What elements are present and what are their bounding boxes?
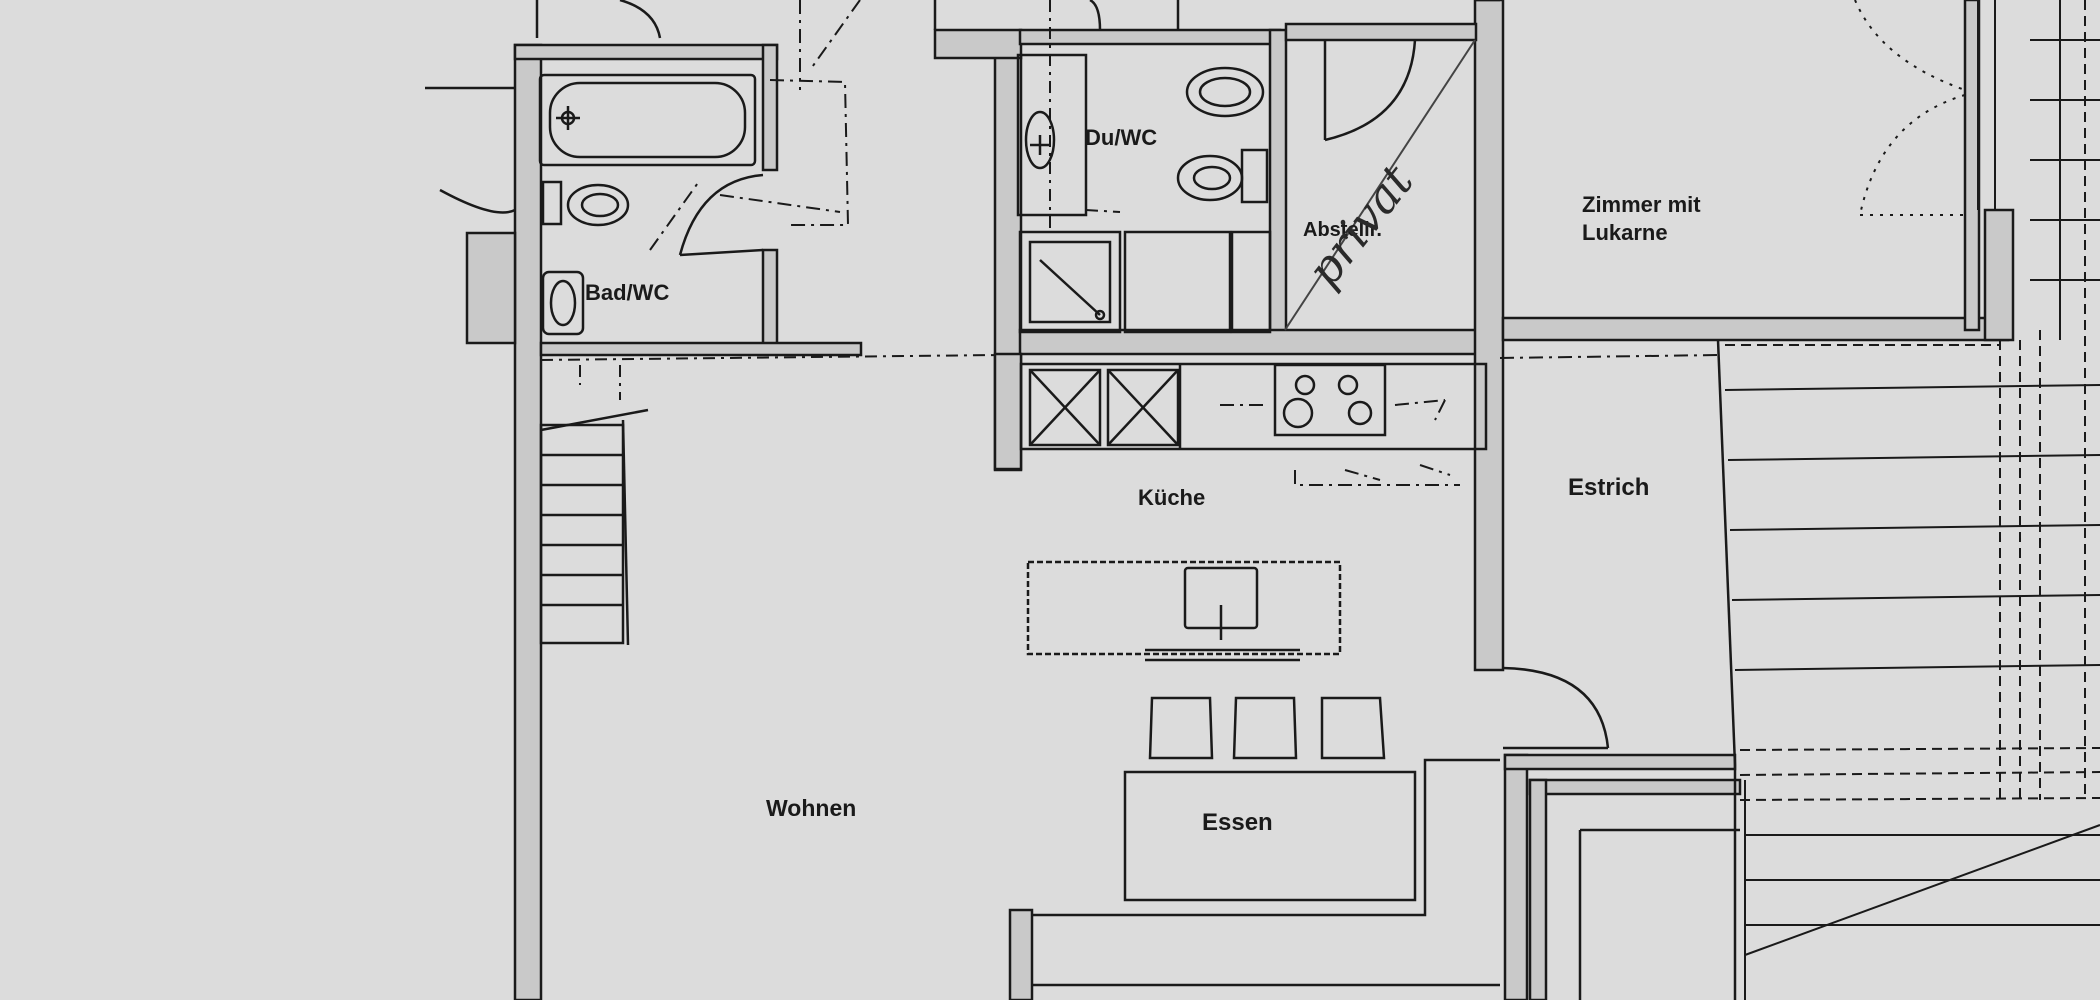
wall-bath-right — [761, 43, 779, 172]
bad-dashed-lines — [649, 0, 861, 251]
burner-3-icon — [1282, 397, 1314, 429]
duwc-toilet-icon — [1185, 66, 1265, 118]
abstellr-door-swing — [1324, 39, 1417, 142]
cabinet-right — [1106, 368, 1180, 447]
wall-bottom-room-left — [1503, 753, 1529, 1000]
bathtub-inner — [548, 81, 747, 159]
burner-2-icon — [1337, 374, 1359, 396]
wall-bath-right-lower — [761, 248, 779, 352]
du-wc-fixtures — [1016, 53, 1272, 334]
label-zimmer-line2: Lukarne — [1582, 220, 1668, 245]
bar-stools — [1148, 696, 1386, 760]
wall-duwc-top-left — [933, 28, 1023, 60]
wall-bottom-room-inner — [1528, 778, 1742, 796]
zimmer-details — [1854, 0, 1996, 216]
burner-4-icon — [1347, 400, 1373, 426]
shower-tray — [1018, 230, 1122, 334]
label-du-wc: Du/WC — [1085, 125, 1157, 150]
room-labels: Bad/WC Du/WC Abstellr. Zimmer mit Lukarn… — [585, 125, 1701, 836]
roof-dashed — [1725, 0, 2100, 801]
wall-bottom-room-inner-left — [1528, 778, 1548, 1000]
kitchen-wall-wall-segment — [993, 352, 1023, 471]
label-bad-wc: Bad/WC — [585, 280, 669, 305]
cooktop — [1273, 363, 1387, 437]
wall-niche — [465, 231, 517, 345]
wall-left-exterior — [513, 43, 543, 1000]
roof-hatching — [1724, 0, 2100, 1000]
wall-abstellr-top — [1284, 22, 1478, 42]
estrich-area — [1578, 339, 1740, 1000]
burner-1-icon — [1294, 374, 1316, 396]
label-estrich: Estrich — [1568, 474, 1649, 501]
wall-duwc-top — [1018, 28, 1282, 46]
label-zimmer-line1: Zimmer mit — [1582, 192, 1701, 217]
wall-zimmer-right — [1963, 0, 1981, 332]
bathtub — [538, 73, 757, 167]
walls — [465, 0, 2015, 1000]
wall-zimmer-bottom — [1501, 316, 2010, 342]
duwc-sink-icon — [1024, 110, 1056, 170]
duwc-dashed — [1049, 0, 1121, 230]
wall-bottom-room-top — [1503, 753, 1737, 771]
toilet-bowl-icon — [566, 183, 630, 227]
bad-door-swing — [678, 173, 764, 256]
stool-3 — [1320, 696, 1386, 760]
label-wohnen: Wohnen — [766, 795, 856, 821]
label-kueche: Küche — [1138, 485, 1205, 510]
kitchen-details — [993, 352, 1488, 471]
staircase — [539, 408, 649, 646]
stool-1 — [1148, 696, 1214, 760]
wall-duwc-right — [1268, 28, 1288, 342]
abstellr-details — [1284, 39, 1476, 331]
wall-bottom-counter — [1008, 908, 1034, 1000]
bottom-counter — [1032, 758, 1500, 987]
duwc-vanity — [1016, 53, 1088, 217]
estrich-door — [1502, 666, 1610, 750]
wall-bath-top — [513, 43, 779, 61]
stair-dashed — [540, 354, 1001, 400]
label-essen: Essen — [1202, 809, 1273, 836]
top-edge-details — [535, 0, 1500, 39]
wall-abstellr-right — [1473, 0, 1505, 672]
sink — [541, 270, 585, 336]
cabinet-left — [1028, 368, 1102, 447]
bad-wc-fixtures — [425, 73, 764, 336]
kitchen-island — [1026, 560, 1342, 662]
stool-2 — [1232, 696, 1298, 760]
toilet-tank — [541, 180, 563, 226]
kitchen-counter-back — [1019, 362, 1488, 451]
wall-zimmer-right2 — [1983, 208, 2015, 342]
wall-bath-bottom — [539, 341, 863, 357]
label-abstellr: Abstellr. — [1303, 219, 1382, 241]
dining-table — [1123, 770, 1417, 902]
kitchen-dashed — [1220, 354, 1721, 486]
wall-kitchen-top — [1018, 328, 1492, 356]
